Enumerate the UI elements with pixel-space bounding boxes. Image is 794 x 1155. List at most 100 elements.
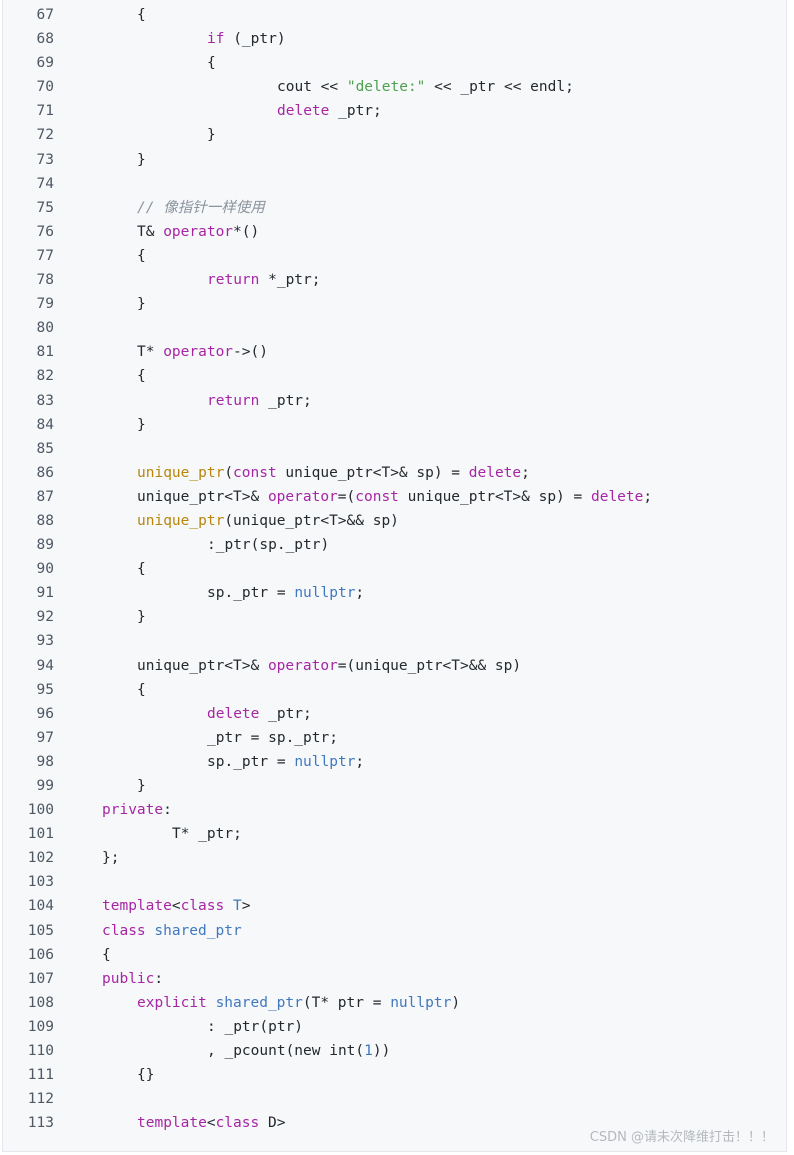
code-text: { (137, 678, 146, 702)
code-text: unique_ptr<T>& operator=(const unique_pt… (137, 485, 652, 509)
code-token: private (102, 802, 164, 819)
code-token: operator (163, 344, 234, 361)
code-token: (T* ptr = (302, 994, 391, 1011)
code-token: : (163, 802, 172, 819)
code-token: ) (451, 994, 461, 1011)
code-token: template (102, 898, 172, 915)
code-text: unique_ptr<T>& operator=(unique_ptr<T>&&… (137, 654, 521, 678)
line-number: 113 (27, 1115, 54, 1132)
line-number: 80 (36, 320, 54, 337)
code-token: const (233, 464, 277, 481)
line-number: 99 (36, 778, 54, 794)
code-text: cout << "delete:" << _ptr << endl; (277, 75, 574, 99)
code-text: unique_ptr(unique_ptr<T>&& sp) (137, 509, 399, 533)
code-token: sp._ptr = (207, 753, 295, 770)
code-token: operator (163, 223, 234, 240)
code-token: { (137, 561, 146, 578)
code-token: class (180, 898, 225, 915)
code-token: } (137, 778, 146, 794)
line-number: 107 (27, 970, 54, 987)
code-text: } (207, 123, 216, 147)
line-number: 85 (36, 440, 54, 457)
code-token: =( (337, 488, 356, 505)
code-line: 84} (3, 413, 788, 437)
line-number: 109 (27, 1018, 54, 1035)
line-number: 84 (36, 416, 54, 433)
code-line: 110, _pcount(new int(1)) (3, 1039, 788, 1063)
code-token: =(unique_ptr<T>&& sp) (337, 657, 522, 674)
line-number: 101 (27, 826, 54, 843)
code-line: 75// 像指针一样使用 (3, 196, 788, 220)
code-text: return *_ptr; (207, 268, 321, 292)
code-token: _ptr = sp._ptr; (207, 729, 338, 746)
line-number: 95 (36, 681, 54, 698)
code-text: unique_ptr(const unique_ptr<T>& sp) = de… (137, 461, 530, 485)
code-token: ; (355, 753, 365, 770)
line-number: 89 (36, 537, 54, 554)
line-number: 81 (36, 344, 54, 361)
line-number: 92 (36, 609, 54, 626)
code-token: )) (372, 1043, 391, 1060)
code-token: delete (468, 464, 522, 481)
code-text: delete _ptr; (207, 702, 312, 726)
line-number: 88 (36, 512, 54, 529)
code-text: } (137, 774, 146, 798)
code-token: delete (207, 705, 260, 722)
code-text: T& operator*() (137, 220, 259, 244)
code-token: class (102, 922, 146, 939)
code-text: { (137, 3, 146, 27)
code-token: < (171, 898, 181, 915)
code-line: 102}; (3, 846, 788, 870)
code-token: nullptr (294, 585, 356, 602)
code-text: : _ptr(ptr) (207, 1015, 303, 1039)
code-token: *() (233, 223, 260, 240)
line-number: 83 (36, 392, 54, 409)
code-token (207, 995, 216, 1011)
code-text: {} (137, 1063, 154, 1087)
code-token: T& (137, 223, 164, 240)
line-number: 98 (36, 753, 54, 770)
code-text: private: (102, 798, 172, 822)
code-text: } (137, 148, 146, 172)
code-token: D> (259, 1115, 286, 1132)
code-line: 92} (3, 605, 788, 629)
code-token: return (207, 392, 260, 409)
line-number: 102 (27, 850, 54, 867)
code-line: 112 (3, 1087, 788, 1111)
code-line: 95 { (3, 678, 788, 702)
code-token: unique_ptr<T>& (137, 657, 268, 674)
line-number: 69 (36, 55, 54, 72)
code-text: } (137, 413, 146, 437)
code-token: < (206, 1115, 216, 1132)
code-token: public (102, 970, 155, 987)
code-text: T* _ptr; (172, 822, 242, 846)
code-line: 103 (3, 870, 788, 894)
line-number: 104 (27, 898, 54, 915)
line-number: 68 (36, 31, 54, 48)
code-token: if (207, 31, 225, 48)
line-number: 71 (36, 103, 54, 120)
code-text: _ptr = sp._ptr; (207, 726, 338, 750)
code-line: 109 : _ptr(ptr) (3, 1015, 788, 1039)
line-number: 76 (36, 223, 54, 240)
code-token: { (137, 681, 146, 698)
code-text: template<class D> (137, 1111, 285, 1135)
line-number: 93 (36, 633, 54, 650)
code-line: 97_ptr = sp._ptr; (3, 726, 788, 750)
line-number: 75 (36, 199, 54, 216)
code-line: 85 (3, 437, 788, 461)
line-number: 82 (36, 368, 54, 385)
code-line: 73} (3, 148, 788, 172)
code-token: unique_ptr<T>& sp) = (398, 488, 591, 505)
code-text: public: (102, 967, 163, 991)
